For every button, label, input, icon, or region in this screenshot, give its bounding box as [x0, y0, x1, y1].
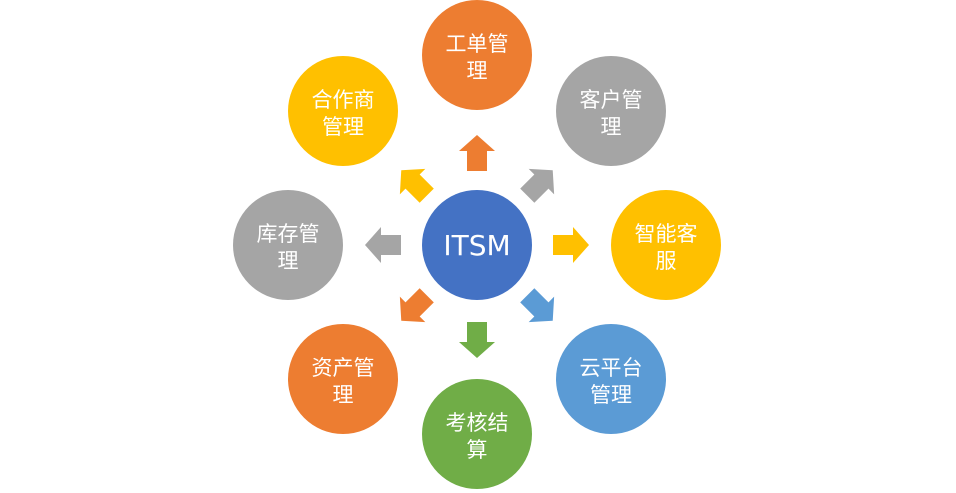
node-cloud-label-line2: 管理 [590, 383, 632, 407]
node-partner-label-line1: 合作商 [312, 88, 375, 112]
node-asset-label-line1: 资产管 [312, 356, 375, 380]
arrow-to-inventory [365, 227, 401, 263]
node-assessment: 考核结 算 [422, 379, 532, 489]
node-inventory-circle [233, 190, 343, 300]
node-asset: 资产管 理 [288, 324, 398, 434]
node-assessment-circle [422, 379, 532, 489]
center-node-label: ITSM [443, 229, 510, 262]
node-asset-circle [288, 324, 398, 434]
node-inventory: 库存管 理 [233, 190, 343, 300]
arrow-to-customer [520, 168, 555, 203]
center-node-circle [422, 190, 532, 300]
node-asset-label-line2: 理 [333, 383, 354, 407]
arrow-to-assessment [459, 322, 495, 358]
node-ticket-circle [422, 0, 532, 110]
node-service: 智能客 服 [611, 190, 721, 300]
node-service-label-line2: 服 [656, 249, 677, 273]
node-partner-label-line2: 管理 [322, 115, 364, 139]
node-assessment-label-line1: 考核结 [446, 411, 509, 435]
node-customer-label-line2: 理 [601, 115, 622, 139]
node-customer-label-line1: 客户管 [580, 88, 643, 112]
arrows [365, 135, 589, 358]
node-assessment-label-line2: 算 [467, 438, 488, 462]
node-inventory-label-line2: 理 [278, 249, 299, 273]
node-ticket: 工单管 理 [422, 0, 532, 110]
node-cloud-label-line1: 云平台 [580, 356, 643, 380]
center-node: ITSM [422, 190, 532, 300]
node-ticket-label-line2: 理 [467, 59, 488, 83]
node-service-circle [611, 190, 721, 300]
node-inventory-label-line1: 库存管 [257, 222, 320, 246]
arrow-to-partner [399, 168, 434, 203]
arrow-to-asset [399, 288, 434, 323]
node-customer-circle [556, 56, 666, 166]
node-cloud: 云平台 管理 [556, 324, 666, 434]
node-ticket-label-line1: 工单管 [446, 32, 509, 56]
node-partner-circle [288, 56, 398, 166]
node-service-label-line1: 智能客 [635, 222, 698, 246]
node-partner: 合作商 管理 [288, 56, 398, 166]
node-cloud-circle [556, 324, 666, 434]
arrow-to-cloud [520, 288, 555, 323]
node-customer: 客户管 理 [556, 56, 666, 166]
arrow-to-ticket [459, 135, 495, 171]
arrow-to-service [553, 227, 589, 263]
